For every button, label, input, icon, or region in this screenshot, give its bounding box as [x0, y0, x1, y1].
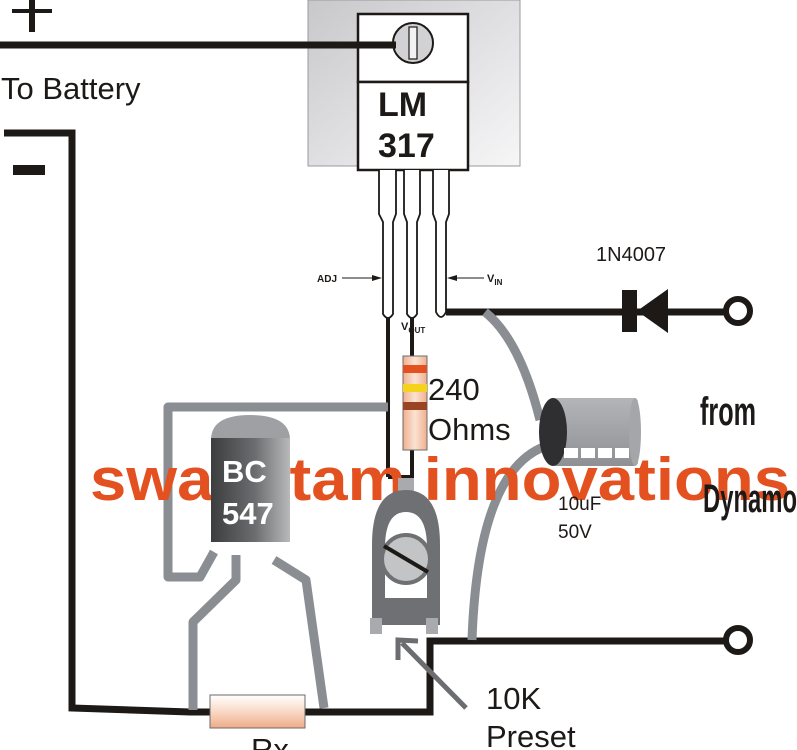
- resistor-band-2: [403, 384, 427, 392]
- diode-label: 1N4007: [596, 244, 666, 266]
- preset-10k: [370, 478, 440, 634]
- capacitor-value-line2: 50V: [558, 522, 592, 543]
- watermark: swagatam innovations: [90, 446, 790, 513]
- minus-symbol-icon: [13, 165, 45, 175]
- lead-transistor-emitter: [271, 556, 329, 709]
- dynamo-label-line1: from: [700, 390, 756, 434]
- lead-transistor-base: [188, 555, 241, 710]
- resistor-rx: Rx: [209, 694, 306, 750]
- regulator-pins: [378, 170, 450, 319]
- pin-label-adj: ADJ: [317, 274, 337, 285]
- capacitor-end-cap: [539, 398, 567, 466]
- resistor-value-line1: 240: [428, 372, 480, 407]
- dynamo-terminal-top[interactable]: [723, 296, 753, 326]
- resistor-band-1: [403, 365, 427, 373]
- resistor-240: 240 Ohms: [402, 355, 511, 451]
- capacitor-10uf: [539, 398, 641, 466]
- diode-1n4007: 1N4007: [596, 244, 668, 333]
- wires: [0, 41, 730, 716]
- lead-capacitor-positive: [482, 308, 545, 422]
- wire-battery-negative: [4, 129, 730, 716]
- dynamo-terminal-bottom[interactable]: [723, 625, 753, 655]
- rx-label: Rx: [251, 732, 289, 750]
- lead-capacitor-negative: [467, 441, 548, 641]
- transistor-part-line2: 547: [222, 496, 274, 531]
- resistor-value-line2: Ohms: [428, 412, 511, 447]
- diode-arrow-icon: [637, 289, 668, 333]
- capacitor-value-line1: 10uF: [558, 494, 601, 515]
- battery-terminals: To Battery: [1, 0, 141, 175]
- preset-value-line2: Preset: [486, 719, 576, 750]
- preset-value-line1: 10K: [486, 681, 541, 716]
- transistor-part-line1: BC: [222, 454, 267, 489]
- preset-pointer-arrow-icon: [395, 637, 468, 710]
- lm317-regulator: LM 317 ADJ VIN VOUT: [307, 0, 521, 335]
- regulator-part-line2: 317: [378, 127, 435, 165]
- transistor-bc547: BC 547: [211, 415, 290, 542]
- battery-label: To Battery: [1, 71, 141, 106]
- resistor-band-3: [403, 402, 427, 410]
- pin-label-vin: VIN: [487, 273, 503, 287]
- gray-leads: [163, 308, 548, 710]
- pin-label-vout: VOUT: [401, 321, 425, 335]
- lead-transistor-collector: [163, 402, 388, 582]
- regulator-part-line1: LM: [378, 86, 427, 124]
- dynamo-label-line2: Dynamo: [703, 477, 797, 521]
